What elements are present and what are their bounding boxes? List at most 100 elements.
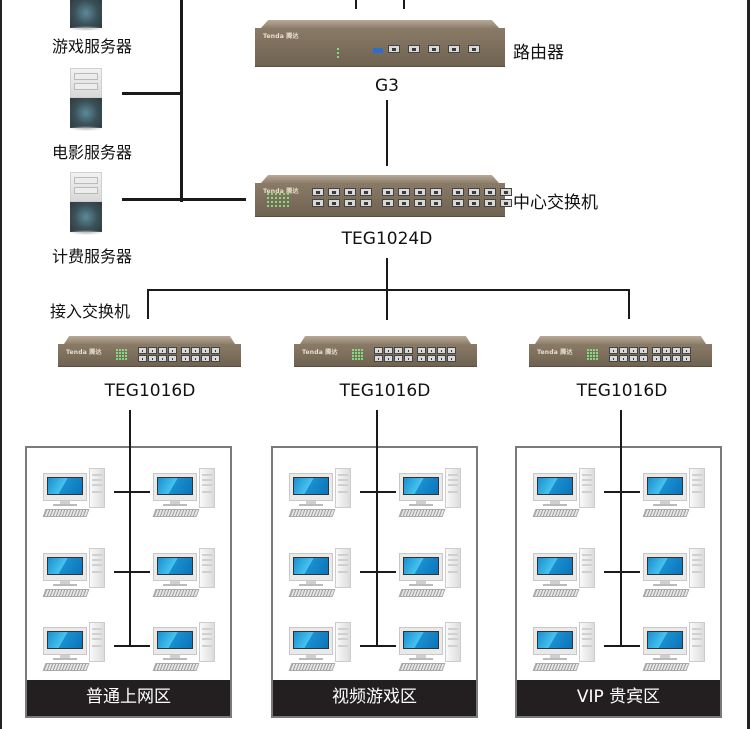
ethernet-port-icon [468, 45, 480, 53]
zone-name: 视频游戏区 [273, 680, 476, 716]
game-server-icon [68, 0, 104, 31]
server-link-line [122, 198, 246, 201]
ethernet-port-icon [398, 199, 410, 207]
ethernet-port-icon [388, 45, 400, 53]
pc-link-line [360, 491, 396, 493]
ethernet-port-icon [211, 355, 220, 362]
desktop-computer-icon [532, 548, 595, 603]
ethernet-port-icon [662, 355, 671, 362]
ethernet-port-icon [682, 347, 691, 354]
ethernet-port-icon [191, 355, 200, 362]
ethernet-port-icon [609, 355, 618, 362]
zone-trunk-line [376, 410, 378, 647]
ethernet-port-icon [384, 347, 393, 354]
ethernet-port-icon [652, 355, 661, 362]
ethernet-port-icon [417, 355, 426, 362]
access-bus-line [147, 289, 630, 291]
access-switch-model-label: TEG1016D [104, 381, 196, 401]
ethernet-port-icon [158, 355, 167, 362]
desktop-computer-icon [288, 622, 351, 677]
desktop-computer-icon [152, 548, 215, 603]
billing-server-icon [68, 172, 104, 235]
desktop-computer-icon [42, 548, 105, 603]
ethernet-port-icon [447, 347, 456, 354]
ethernet-port-icon [398, 188, 410, 196]
ethernet-port-icon [430, 199, 442, 207]
ethernet-port-icon [168, 355, 177, 362]
ethernet-port-icon [452, 188, 464, 196]
ethernet-port-icon [428, 45, 440, 53]
desktop-computer-icon [288, 468, 351, 523]
server-label: 计费服务器 [52, 247, 133, 266]
desktop-computer-icon [532, 622, 595, 677]
ethernet-port-icon [374, 347, 383, 354]
ethernet-port-icon [374, 355, 383, 362]
pc-link-line [114, 571, 150, 573]
core-switch-role-label: 中心交换机 [513, 193, 598, 213]
ethernet-port-icon [629, 347, 638, 354]
router-model-label: G3 [375, 76, 399, 96]
ethernet-port-icon [639, 347, 648, 354]
pc-link-line [114, 491, 150, 493]
ethernet-port-icon [427, 347, 436, 354]
router-device: Tenda 腾达 [255, 20, 505, 67]
access-switch-device: Tenda 腾达 [58, 336, 241, 367]
ethernet-port-icon [468, 199, 480, 207]
desktop-computer-icon [642, 622, 705, 677]
zone-name: VIP 贵宾区 [517, 680, 720, 716]
router-uplink-line [355, 0, 357, 9]
ethernet-port-icon [427, 355, 436, 362]
ethernet-port-icon [312, 199, 324, 207]
desktop-computer-icon [42, 468, 105, 523]
ethernet-port-icon [328, 199, 340, 207]
ethernet-port-icon [682, 355, 691, 362]
pc-link-line [360, 645, 396, 647]
ethernet-port-icon [500, 188, 512, 196]
access-switch-section-label: 接入交换机 [50, 302, 131, 321]
access-switch-brand: Tenda 腾达 [302, 349, 338, 356]
ethernet-port-icon [382, 199, 394, 207]
access-drop-line [147, 289, 149, 319]
zone-trunk-line [620, 410, 622, 647]
ethernet-port-icon [328, 188, 340, 196]
ethernet-port-icon [417, 347, 426, 354]
ethernet-port-icon [404, 355, 413, 362]
desktop-computer-icon [642, 468, 705, 523]
left-edge-bar [0, 0, 2, 729]
ethernet-port-icon [382, 188, 394, 196]
ethernet-port-icon [344, 188, 356, 196]
ethernet-port-icon [662, 347, 671, 354]
desktop-computer-icon [398, 468, 461, 523]
server-label: 电影服务器 [52, 143, 133, 162]
access-switch-device: Tenda 腾达 [529, 336, 712, 367]
access-switch-brand: Tenda 腾达 [537, 349, 573, 356]
ethernet-port-icon [408, 45, 420, 53]
router-role-label: 路由器 [513, 43, 564, 63]
ethernet-port-icon [652, 347, 661, 354]
ethernet-port-icon [609, 347, 618, 354]
pc-link-line [604, 491, 640, 493]
ethernet-port-icon [312, 188, 324, 196]
zone-name: 普通上网区 [27, 680, 230, 716]
core-switch-brand: Tenda 腾达 [263, 188, 299, 195]
ethernet-port-icon [619, 347, 628, 354]
router-core-link-line [386, 100, 388, 166]
ethernet-port-icon [384, 355, 393, 362]
router-brand: Tenda 腾达 [263, 33, 299, 40]
ethernet-port-icon [181, 355, 190, 362]
ethernet-port-icon [484, 188, 496, 196]
pc-link-line [604, 645, 640, 647]
ethernet-port-icon [672, 347, 681, 354]
access-switch-device: Tenda 腾达 [294, 336, 477, 367]
ethernet-port-icon [158, 347, 167, 354]
desktop-computer-icon [152, 622, 215, 677]
ethernet-port-icon [484, 199, 496, 207]
access-switch-model-label: TEG1016D [576, 381, 668, 401]
access-drop-line [628, 289, 630, 319]
pc-link-line [604, 571, 640, 573]
right-edge-bar [747, 0, 750, 729]
access-switch-model-label: TEG1016D [339, 381, 431, 401]
desktop-computer-icon [532, 468, 595, 523]
pc-link-line [360, 571, 396, 573]
ethernet-port-icon [138, 355, 147, 362]
